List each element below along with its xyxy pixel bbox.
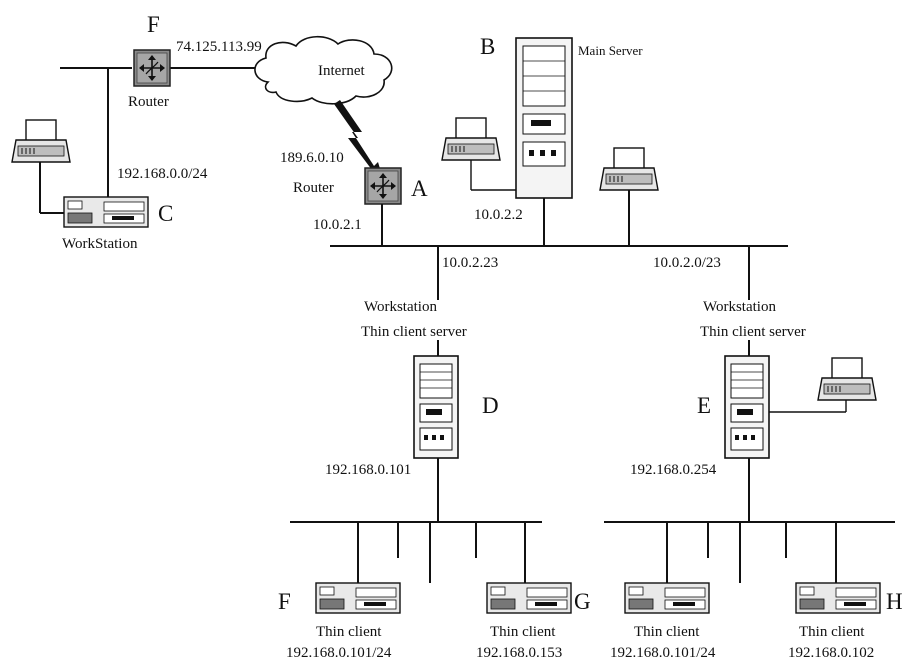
thin-client-f-icon: [315, 582, 401, 614]
thin-client-h-ip: 192.168.0.102: [788, 645, 874, 661]
backbone-net: 10.0.2.0/23: [653, 255, 721, 271]
server-e-icon: [724, 355, 770, 459]
server-e-ip: 192.168.0.254: [630, 462, 717, 478]
server-e-letter: E: [697, 393, 711, 418]
thin-client-e1-icon: [624, 582, 710, 614]
server-d-icon: [413, 355, 459, 459]
wan-link-icon: [334, 100, 384, 182]
router-a-icon: [364, 167, 402, 205]
server-e-caption-2: Thin client server: [700, 324, 806, 340]
thin-client-g-caption: Thin client: [490, 624, 556, 640]
server-e-caption-1: Workstation: [703, 299, 776, 315]
thin-client-g-ip: 192.168.0.153: [476, 645, 562, 661]
thin-client-f-caption: Thin client: [316, 624, 382, 640]
thin-client-g-letter: G: [574, 589, 591, 614]
router-a-letter: A: [411, 176, 428, 201]
workstation-c-caption: WorkStation: [62, 236, 138, 252]
router-a-caption: Router: [293, 180, 334, 196]
printer-backbone-icon: [599, 147, 659, 191]
router-f-letter: F: [147, 12, 160, 37]
server-d-letter: D: [482, 393, 499, 418]
main-server-caption: Main Server: [578, 43, 643, 58]
thin-client-h-caption: Thin client: [799, 624, 865, 640]
thin-client-e1-caption: Thin client: [634, 624, 700, 640]
thin-client-g-icon: [486, 582, 572, 614]
printer-e-icon: [817, 357, 877, 401]
workstation-c-net: 192.168.0.0/24: [117, 166, 208, 182]
printer-c-icon: [11, 119, 71, 163]
workstation-c-icon: [63, 196, 149, 228]
thin-client-e1-ip: 192.168.0.101/24: [610, 645, 716, 661]
thin-client-f-ip: 192.168.0.101/24: [286, 645, 392, 661]
workstation-c-letter: C: [158, 201, 173, 226]
internet-label: Internet: [318, 63, 365, 79]
router-a-lan-ip: 10.0.2.1: [313, 217, 362, 233]
server-d-uplink-ip: 10.0.2.23: [442, 255, 498, 271]
router-f-ip: 74.125.113.99: [176, 39, 262, 55]
router-f-icon: [133, 49, 171, 87]
thin-client-h-letter: H: [886, 589, 903, 614]
server-d-caption-1: Workstation: [364, 299, 437, 315]
internet-cloud-icon: [254, 35, 393, 105]
router-a-wan-ip: 189.6.0.10: [280, 150, 344, 166]
server-d-caption-2: Thin client server: [361, 324, 467, 340]
thin-client-h-icon: [795, 582, 881, 614]
main-server-ip: 10.0.2.2: [474, 207, 523, 223]
router-f-caption: Router: [128, 94, 169, 110]
server-d-ip: 192.168.0.101: [325, 462, 411, 478]
main-server-letter: B: [480, 34, 495, 59]
main-server-icon: [515, 37, 573, 199]
printer-b-icon: [441, 117, 501, 161]
thin-client-f-letter: F: [278, 589, 291, 614]
